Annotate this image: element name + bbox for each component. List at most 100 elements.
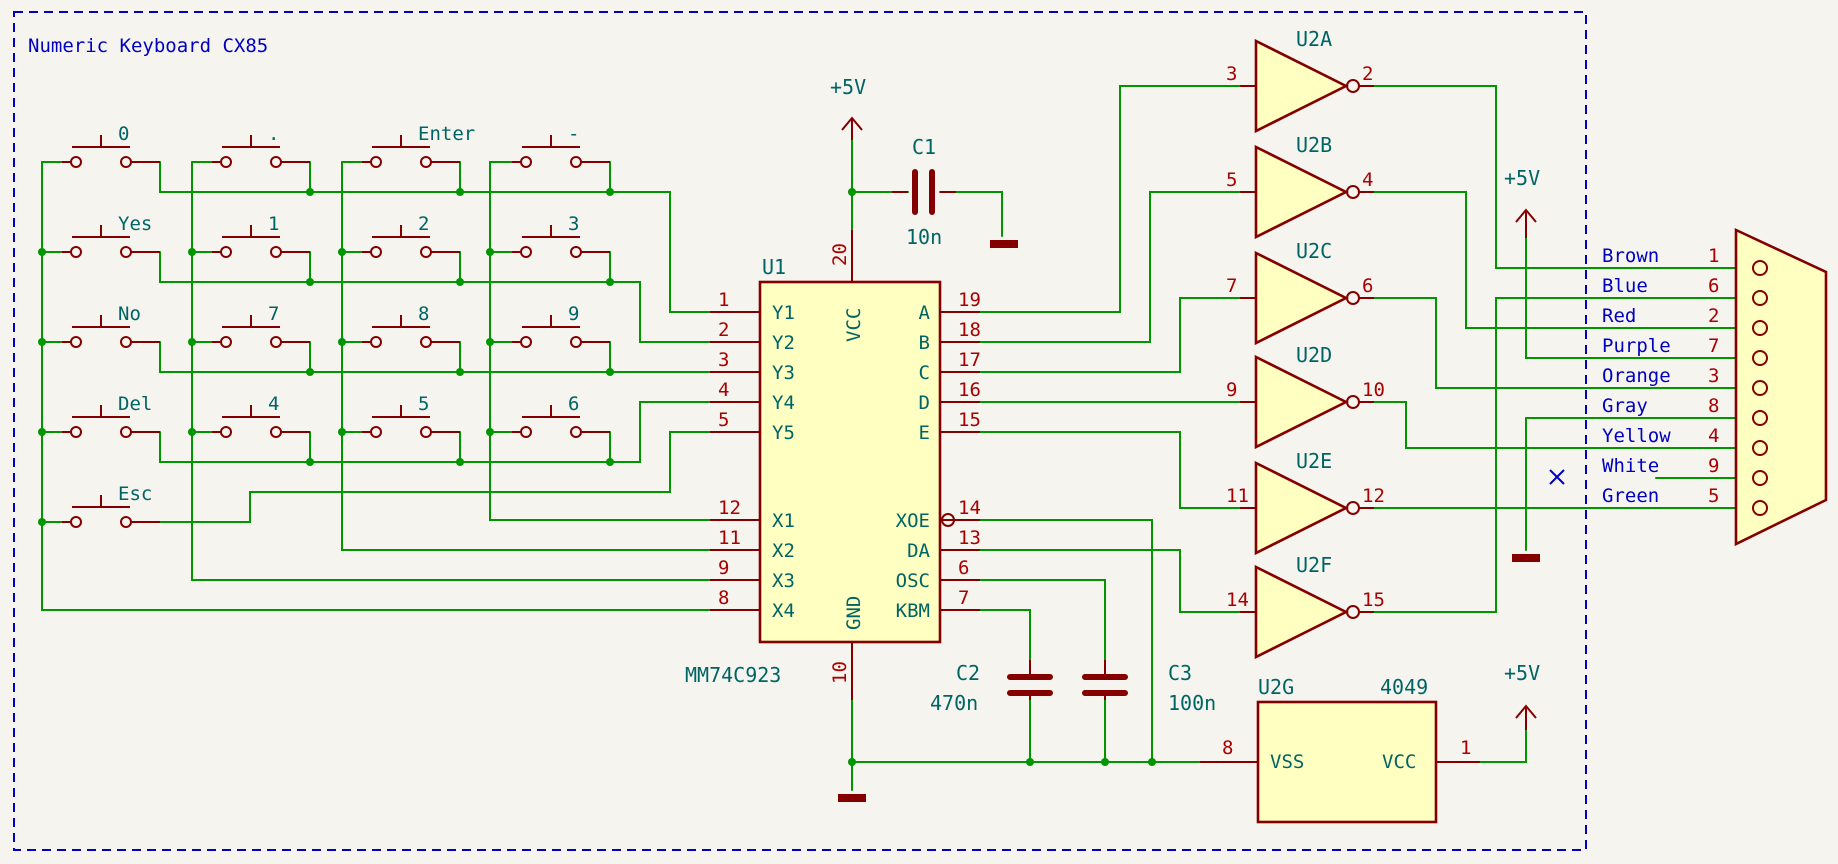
u1-left-pin-num: 11 bbox=[718, 527, 741, 549]
u1-left-pin-num: 2 bbox=[718, 319, 729, 341]
connector-pin-num: 3 bbox=[1708, 365, 1719, 387]
switch-5: 1 bbox=[212, 213, 310, 258]
u1-left-pin-num: 9 bbox=[718, 557, 729, 579]
connector-body bbox=[1734, 227, 1828, 547]
switch-9: 7 bbox=[212, 303, 310, 348]
inverter-in-pin: 5 bbox=[1226, 169, 1237, 191]
u1-ref: U1 bbox=[762, 255, 786, 279]
u1-right-pin-name: DA bbox=[907, 540, 930, 562]
switch-7: 3 bbox=[512, 213, 610, 258]
u1-vcc-pin-num: 20 bbox=[829, 243, 851, 266]
connector-wire-name: Brown bbox=[1602, 245, 1659, 267]
inverter-out-pin: 2 bbox=[1362, 63, 1373, 85]
inverter-3: U2D 9 10 bbox=[1226, 343, 1385, 450]
switch-14: 5 bbox=[362, 393, 460, 438]
vcc-label-conn: +5V bbox=[1504, 166, 1540, 190]
u1-right-pin-name: C bbox=[919, 362, 930, 384]
u1-left-pin-num: 8 bbox=[718, 587, 729, 609]
c1-value: 10n bbox=[906, 225, 942, 249]
connector-pin-num: 1 bbox=[1708, 245, 1719, 267]
u1-right-pin-num: 13 bbox=[958, 527, 981, 549]
inverter-out-pin: 10 bbox=[1362, 379, 1385, 401]
c1-ref: C1 bbox=[912, 135, 936, 159]
u1-right-pin-num: 14 bbox=[958, 497, 981, 519]
c3-value: 100n bbox=[1168, 691, 1216, 715]
connector-wire-name: Yellow bbox=[1602, 425, 1671, 447]
inverter-ref: U2D bbox=[1296, 343, 1332, 367]
u1-right-pin-name: D bbox=[919, 392, 930, 414]
switch-label: 5 bbox=[418, 393, 429, 415]
capacitors: C1 10n C2 470n C3 100n bbox=[892, 135, 1216, 715]
u1-left-pin-num: 3 bbox=[718, 349, 729, 371]
switch-label: 7 bbox=[268, 303, 279, 325]
c2-value: 470n bbox=[930, 691, 978, 715]
u1-gnd-name: GND bbox=[843, 596, 865, 630]
u1-left-pin-name: Y2 bbox=[772, 332, 795, 354]
switch-label: 0 bbox=[118, 123, 129, 145]
inverter-ref: U2A bbox=[1296, 27, 1332, 51]
u1-right-pin-num: 6 bbox=[958, 557, 969, 579]
vcc-label-u2g: +5V bbox=[1504, 661, 1540, 685]
inverter-out-pin: 4 bbox=[1362, 169, 1373, 191]
no-connect-marker bbox=[1549, 469, 1565, 485]
switch-8: No bbox=[62, 303, 160, 348]
inverter-ref: U2F bbox=[1296, 553, 1332, 577]
u1-left-pin-num: 5 bbox=[718, 409, 729, 431]
switch-label: 1 bbox=[268, 213, 279, 235]
connector-pin-num: 2 bbox=[1708, 305, 1719, 327]
u1-left-pin-num: 1 bbox=[718, 289, 729, 311]
switch-13: 4 bbox=[212, 393, 310, 438]
u1-right-pin-name: OSC bbox=[896, 570, 930, 592]
u1-left-pin-num: 4 bbox=[718, 379, 729, 401]
sheet-border bbox=[13, 11, 1587, 851]
u2g-vcc-num: 1 bbox=[1460, 737, 1471, 759]
switch-label: Del bbox=[118, 393, 152, 415]
u2g-body bbox=[1256, 700, 1438, 824]
u1-vcc-name: VCC bbox=[843, 308, 865, 342]
connector-pin-num: 7 bbox=[1708, 335, 1719, 357]
connector-wire-name: Red bbox=[1602, 305, 1636, 327]
switch-15: 6 bbox=[512, 393, 610, 438]
switch-label: 4 bbox=[268, 393, 279, 415]
switch-1: . bbox=[212, 123, 310, 168]
switch-label: - bbox=[568, 123, 579, 145]
connector-wire-name: Blue bbox=[1602, 275, 1648, 297]
switch-label: 8 bbox=[418, 303, 429, 325]
switch-16: Esc bbox=[62, 483, 160, 528]
power-symbols: +5V +5V +5V bbox=[830, 75, 1540, 802]
switch-6: 2 bbox=[362, 213, 460, 258]
u2g-vss-num: 8 bbox=[1222, 737, 1233, 759]
connector-wire-name: Gray bbox=[1602, 395, 1648, 417]
connector-wire-name: White bbox=[1602, 455, 1659, 477]
connector-pin-num: 5 bbox=[1708, 485, 1719, 507]
connector-pin-num: 6 bbox=[1708, 275, 1719, 297]
connector-pin-num: 9 bbox=[1708, 455, 1719, 477]
switch-4: Yes bbox=[62, 213, 160, 258]
switch-label: . bbox=[268, 123, 279, 145]
inverter-in-pin: 9 bbox=[1226, 379, 1237, 401]
switch-12: Del bbox=[62, 393, 160, 438]
switch-2: Enter bbox=[362, 123, 475, 168]
junctions bbox=[38, 188, 1156, 766]
u1-right-pin-num: 15 bbox=[958, 409, 981, 431]
c2-ref: C2 bbox=[956, 661, 980, 685]
inverter-out-pin: 6 bbox=[1362, 275, 1373, 297]
connector-wire-name: Purple bbox=[1602, 335, 1671, 357]
u1-right-pin-name: XOE bbox=[896, 510, 930, 532]
u1-left-pin-name: X4 bbox=[772, 600, 795, 622]
u2g-part: 4049 bbox=[1380, 675, 1428, 699]
switch-10: 8 bbox=[362, 303, 460, 348]
u2g-ref: U2G bbox=[1258, 675, 1294, 699]
switch-3: - bbox=[512, 123, 610, 168]
wires bbox=[41, 85, 1741, 791]
u1-right-pin-name: A bbox=[919, 302, 931, 324]
u1-left-pin-name: Y5 bbox=[772, 422, 795, 444]
u1-left-pin-num: 12 bbox=[718, 497, 741, 519]
u1-right-pin-num: 16 bbox=[958, 379, 981, 401]
u1-right-pin-num: 7 bbox=[958, 587, 969, 609]
connector-pin-num: 8 bbox=[1708, 395, 1719, 417]
